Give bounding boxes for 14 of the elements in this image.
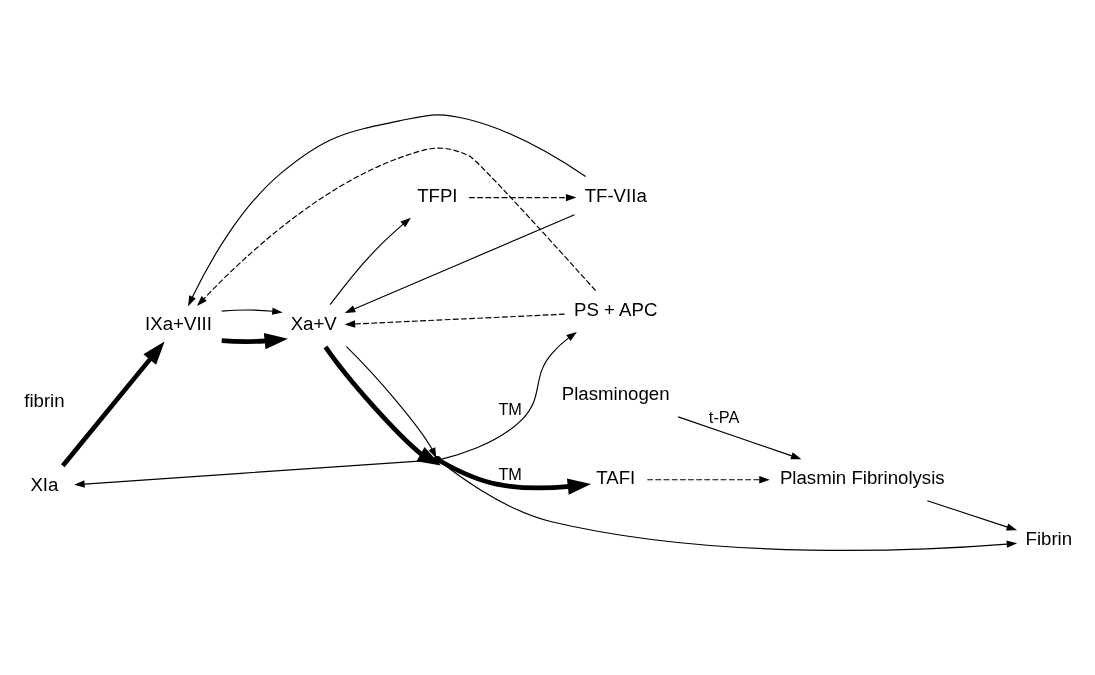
node-text: Plasminogen [561,382,670,404]
node-text: TFPI [417,184,458,206]
label: fibrin [24,389,65,411]
edge-label: TM [498,464,522,483]
node-text: Plasmin Fibrinolysis [779,466,945,488]
node-text: TF-VIIa [584,184,647,206]
node-text: Fibrin [1025,527,1073,549]
edge-label: TM [498,399,522,418]
node-text: TAFI [596,466,636,488]
node-text: Xa+V [290,312,337,334]
node-text: XIa [30,473,59,495]
edge-label: t-PA [708,407,740,426]
node-text: PS + APC [573,298,658,320]
node-text: IXa+VIII [145,312,212,334]
